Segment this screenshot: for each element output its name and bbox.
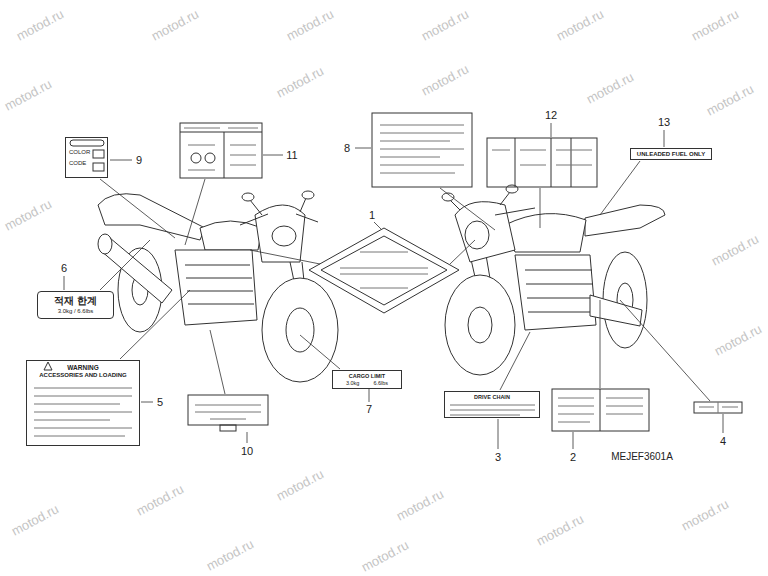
label-text: DRIVE CHAIN [474, 394, 510, 400]
callout-number: 4 [719, 436, 727, 447]
watermark: motod.ru [274, 467, 325, 503]
caution-label: COLOR CODE [65, 137, 108, 178]
callout-number: 5 [156, 397, 164, 408]
caution-label: 적재 한계3.0kg / 6.6lbs [37, 291, 114, 319]
callout-number: 8 [343, 143, 351, 154]
drawing-code: MEJEF3601A [610, 452, 674, 462]
label-text: COLOR [69, 149, 90, 156]
label-text: UNLEADED FUEL ONLY [637, 151, 705, 158]
caution-label: UNLEADED FUEL ONLY [630, 148, 712, 160]
watermark: motod.ru [419, 7, 470, 43]
caution-label: DRIVE CHAIN [444, 391, 540, 418]
watermark: motod.ru [709, 232, 760, 268]
watermark: motod.ru [359, 538, 410, 574]
caution-label: CARGO LIMIT3.0kg 6.6lbs [332, 370, 402, 389]
watermark: motod.ru [712, 322, 763, 358]
callout-number: 6 [60, 263, 68, 274]
label-text: WARNING [67, 364, 98, 371]
callout-number: 10 [240, 446, 254, 457]
watermark: motod.ru [9, 502, 60, 538]
watermark: motod.ru [689, 7, 740, 43]
callout-number: 12 [544, 110, 558, 121]
watermark: motod.ru [704, 82, 755, 118]
callout-number: 11 [285, 150, 298, 161]
label-text: 3.0kg [346, 380, 359, 386]
label-text: 적재 한계 [54, 295, 97, 307]
watermark: motod.ru [204, 537, 255, 573]
callout-number: 9 [135, 155, 143, 166]
watermark: motod.ru [679, 497, 730, 533]
watermark: motod.ru [554, 7, 605, 43]
watermark: motod.ru [394, 487, 445, 523]
callout-number: 3 [494, 452, 502, 463]
watermark: motod.ru [149, 7, 200, 43]
callout-number: 13 [657, 117, 671, 128]
watermark: motod.ru [584, 70, 635, 106]
callout-number: 2 [569, 452, 577, 463]
label-text: CODE [69, 160, 86, 167]
watermark: motod.ru [134, 482, 185, 518]
callout-number: 7 [365, 404, 373, 415]
watermark: motod.ru [419, 62, 470, 98]
watermark: motod.ru [274, 64, 325, 100]
watermark: motod.ru [14, 7, 65, 43]
label-text: 3.0kg / 6.6lbs [58, 308, 94, 315]
watermark: motod.ru [284, 7, 335, 43]
label-text: ACCESSORIES AND LOADING [39, 372, 126, 379]
watermark: motod.ru [2, 77, 53, 113]
callout-number: 1 [368, 210, 376, 221]
watermark: motod.ru [534, 512, 585, 548]
label-text: 6.6lbs [373, 380, 388, 386]
watermark: motod.ru [2, 197, 53, 233]
caution-label: WARNINGACCESSORIES AND LOADING [26, 360, 140, 446]
label-text: CARGO LIMIT [349, 373, 385, 379]
label-row: 3.0kg 6.6lbs [346, 380, 388, 386]
